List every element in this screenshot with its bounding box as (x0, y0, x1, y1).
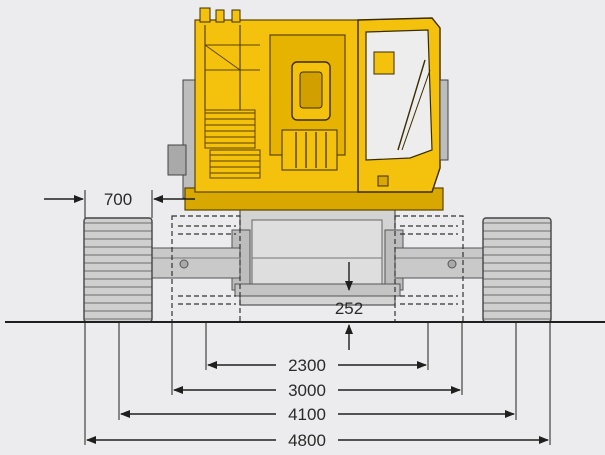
dim-2300: 2300 (288, 356, 326, 375)
dim-3000: 3000 (288, 381, 326, 400)
dim-252: 252 (335, 299, 363, 318)
carbody (231, 204, 404, 306)
dim-4100: 4100 (288, 405, 326, 424)
left-track-beam (149, 247, 241, 279)
extension-lines (84, 190, 551, 445)
operator-cab (357, 17, 449, 193)
right-track-beam (394, 247, 486, 279)
upper-structure (167, 7, 444, 211)
right-crawler-track (482, 217, 552, 323)
dim-700: 700 (104, 190, 132, 209)
dim-lines (44, 195, 549, 444)
dim-4800: 4800 (288, 431, 326, 450)
left-crawler-track (83, 217, 153, 323)
